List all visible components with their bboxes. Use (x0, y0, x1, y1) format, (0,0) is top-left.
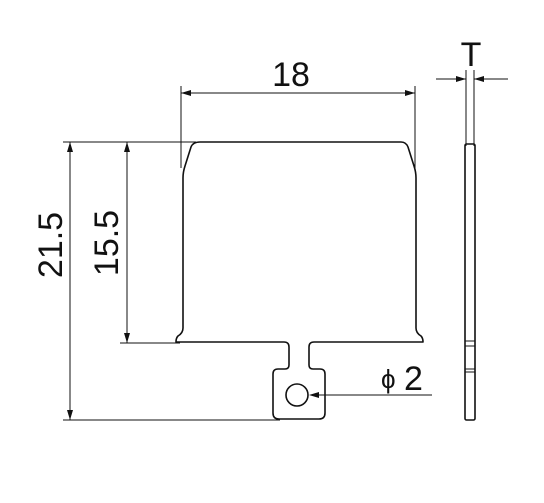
side-profile (464, 143, 476, 421)
width-dimension: 18 (180, 56, 416, 168)
plate-outline (175, 141, 424, 420)
arrowhead-top (67, 142, 73, 152)
hole-diameter-callout: ϕ 2 (309, 360, 432, 398)
body-height-dimension: 15.5 (88, 142, 180, 344)
body-height-label: 15.5 (88, 210, 126, 276)
width-label: 18 (272, 56, 310, 94)
total-height-label: 21.5 (32, 212, 70, 278)
arrowhead-bottom (67, 410, 73, 420)
thickness-label: T (461, 36, 482, 74)
thickness-dimension: T (436, 36, 508, 146)
thickness-arrow-right (474, 76, 484, 82)
arrowhead-right (405, 90, 415, 96)
front-view (175, 141, 424, 420)
arrowhead-body-top (124, 142, 130, 152)
arrowhead-left (181, 90, 191, 96)
side-view (464, 143, 476, 421)
mounting-hole (285, 383, 309, 407)
diameter-symbol: ϕ (381, 364, 396, 394)
thickness-arrow-left (456, 76, 466, 82)
total-height-dimension: 21.5 (32, 141, 280, 421)
arrowhead-body-bottom (124, 333, 130, 343)
hole-leader-arrow (309, 392, 319, 398)
hole-diameter-label: 2 (404, 360, 423, 398)
